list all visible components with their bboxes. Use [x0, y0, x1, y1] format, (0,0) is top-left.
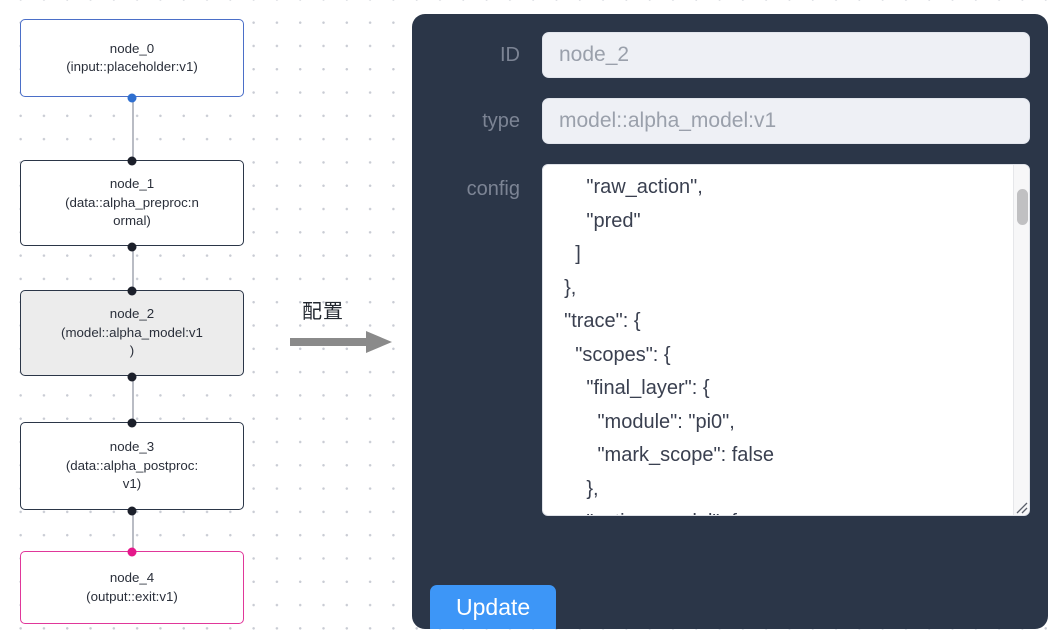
- handle-target-node_2[interactable]: [127, 286, 137, 296]
- id-field-label: ID: [500, 43, 520, 66]
- config-scrollbar-thumb[interactable]: [1017, 189, 1028, 225]
- edge-node_2-to-node_3[interactable]: [132, 376, 134, 422]
- edge-node_0-to-node_1[interactable]: [132, 97, 134, 160]
- graph-node-node_2[interactable]: node_2 (model::alpha_model:v1 ): [20, 286, 244, 382]
- graph-node-node_3[interactable]: node_3 (data::alpha_postproc: v1): [20, 418, 244, 516]
- arrow-right-icon: [290, 331, 392, 353]
- config-scrollbar[interactable]: [1013, 165, 1029, 515]
- node-label: node_2 (model::alpha_model:v1 ): [61, 306, 203, 359]
- graph-node-node_1[interactable]: node_1 (data::alpha_preproc:n ormal): [20, 156, 244, 252]
- node-label: node_3 (data::alpha_postproc: v1): [65, 439, 199, 492]
- node-label: node_1 (data::alpha_preproc:n ormal): [65, 176, 199, 229]
- config-annotation-group: 配置: [290, 295, 400, 365]
- handle-target-node_3[interactable]: [127, 418, 137, 428]
- handle-source-node_2[interactable]: [127, 372, 137, 382]
- handle-target-node_1[interactable]: [127, 156, 137, 166]
- config-field-label: config: [466, 178, 520, 200]
- type-field-label: type: [482, 109, 520, 132]
- config-textarea[interactable]: "raw_action", "pred" ] }, "trace": { "sc…: [564, 176, 774, 515]
- field-row-type: type model::alpha_model:v1: [430, 98, 1030, 144]
- handle-target-node_4[interactable]: [127, 547, 137, 557]
- type-input[interactable]: model::alpha_model:v1: [542, 98, 1030, 144]
- graph-node-node_4[interactable]: node_4 (output::exit:v1): [20, 547, 244, 624]
- node-label: node_0 (input::placeholder:v1): [66, 40, 198, 75]
- node-config-panel: ID node_2 type model::alpha_model:v1 con…: [412, 14, 1048, 629]
- edge-node_3-to-node_4[interactable]: [132, 510, 134, 551]
- handle-source-node_1[interactable]: [127, 242, 137, 252]
- graph-node-node_0[interactable]: node_0 (input::placeholder:v1): [20, 19, 244, 103]
- node-graph-canvas[interactable]: node_0 (input::placeholder:v1)node_1 (da…: [0, 0, 280, 643]
- field-row-id: ID node_2: [430, 32, 1030, 78]
- field-row-config: config "raw_action", "pred" ] }, "trace"…: [430, 164, 1030, 516]
- id-input[interactable]: node_2: [542, 32, 1030, 78]
- edge-node_1-to-node_2[interactable]: [132, 246, 134, 290]
- resize-grip-icon[interactable]: [1012, 498, 1028, 514]
- update-button[interactable]: Update: [430, 585, 557, 629]
- annotation-caption: 配置: [302, 299, 344, 323]
- node-label: node_4 (output::exit:v1): [86, 570, 178, 604]
- handle-source-node_0[interactable]: [127, 93, 137, 103]
- config-textarea-wrapper[interactable]: "raw_action", "pred" ] }, "trace": { "sc…: [542, 164, 1030, 516]
- handle-source-node_3[interactable]: [127, 506, 137, 516]
